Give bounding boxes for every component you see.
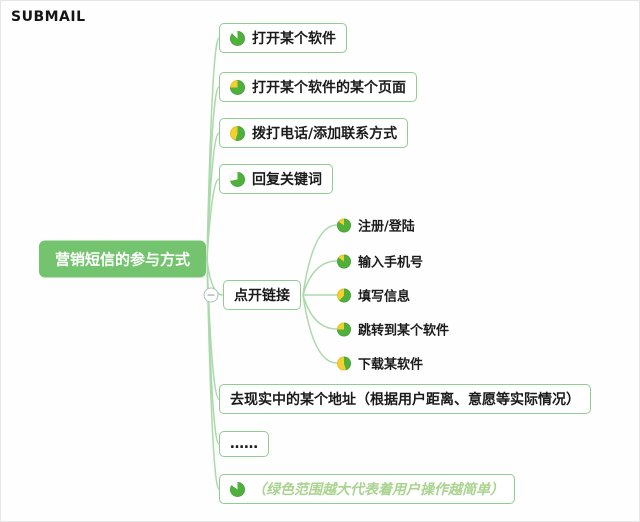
pie-icon — [230, 79, 245, 95]
topic-ellipsis[interactable]: …… — [219, 431, 269, 457]
topic-label: …… — [230, 436, 258, 452]
pie-icon — [337, 254, 351, 268]
topic-label: （绿色范围越大代表着用户操作越简单） — [252, 482, 504, 498]
topic-click-link[interactable]: 点开链接 — [223, 280, 301, 310]
subtopic-label: 跳转到某个软件 — [358, 323, 450, 339]
subtopic-download-app[interactable]: 下载某软件 — [337, 354, 423, 373]
pie-icon — [230, 171, 245, 187]
pie-icon — [337, 218, 351, 232]
topic-legend-note[interactable]: （绿色范围越大代表着用户操作越简单） — [219, 474, 515, 504]
pie-icon — [230, 30, 245, 46]
topic-open-app-page[interactable]: 打开某个软件的某个页面 — [219, 72, 417, 102]
brand-logo: SUBMAIL — [11, 9, 86, 25]
pie-icon — [337, 322, 351, 336]
subtopic-fill-info[interactable]: 填写信息 — [337, 286, 410, 305]
topic-label: 点开链接 — [234, 288, 290, 304]
topic-open-app[interactable]: 打开某个软件 — [219, 23, 347, 53]
topic-call-or-add-contact[interactable]: 拨打电话/添加联系方式 — [219, 118, 409, 148]
root-topic-label: 营销短信的参与方式 — [55, 250, 191, 269]
subtopic-register-login[interactable]: 注册/登陆 — [337, 216, 415, 235]
topic-label: 打开某个软件 — [252, 31, 336, 47]
subtopic-label: 下载某软件 — [358, 357, 424, 373]
topic-label: 去现实中的某个地址（根据用户距离、意愿等实际情况） — [230, 392, 580, 408]
topic-label: 打开某个软件的某个页面 — [252, 80, 406, 96]
subtopic-label: 输入手机号 — [358, 255, 424, 271]
collapse-glyph: − — [206, 288, 216, 302]
pie-icon — [337, 288, 351, 302]
subtopic-label: 填写信息 — [358, 289, 411, 305]
collapse-icon[interactable]: − — [203, 287, 219, 303]
topic-reply-keyword[interactable]: 回复关键词 — [219, 164, 333, 194]
topic-label: 回复关键词 — [252, 172, 322, 188]
subtopic-label: 注册/登陆 — [358, 219, 415, 235]
pie-icon — [230, 481, 245, 497]
root-topic[interactable]: 营销短信的参与方式 — [39, 240, 207, 278]
topic-go-to-address[interactable]: 去现实中的某个地址（根据用户距离、意愿等实际情况） — [219, 384, 591, 414]
subtopic-jump-to-app[interactable]: 跳转到某个软件 — [337, 320, 449, 339]
pie-icon — [230, 125, 245, 141]
pie-icon — [337, 356, 351, 370]
subtopic-enter-phone[interactable]: 输入手机号 — [337, 252, 423, 271]
topic-label: 拨打电话/添加联系方式 — [252, 126, 398, 142]
